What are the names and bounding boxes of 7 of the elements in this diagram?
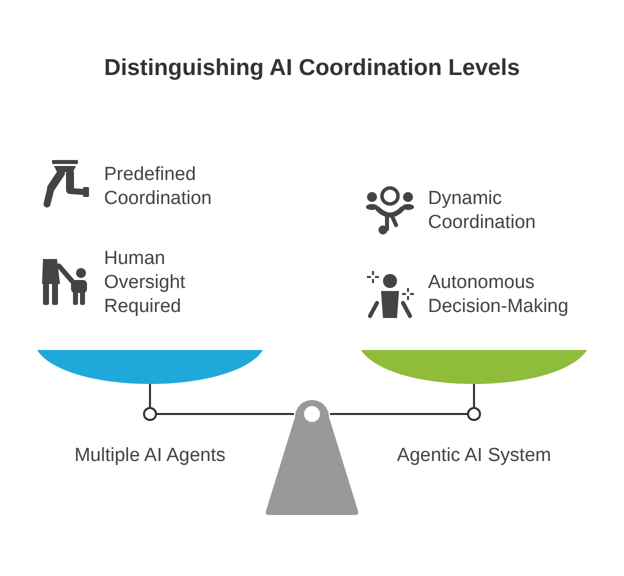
- title: Distinguishing AI Coordination Levels: [104, 53, 520, 81]
- feature-label: Human Oversight Required: [104, 247, 186, 319]
- side-label: Multiple AI Agents: [74, 444, 226, 468]
- side-label: Agentic AI System: [396, 444, 552, 468]
- feature-label: Predefined Coordination: [104, 163, 213, 211]
- feature-label: Autonomous Decision-Making: [428, 271, 570, 319]
- feature-label: Dynamic Coordination: [428, 187, 537, 235]
